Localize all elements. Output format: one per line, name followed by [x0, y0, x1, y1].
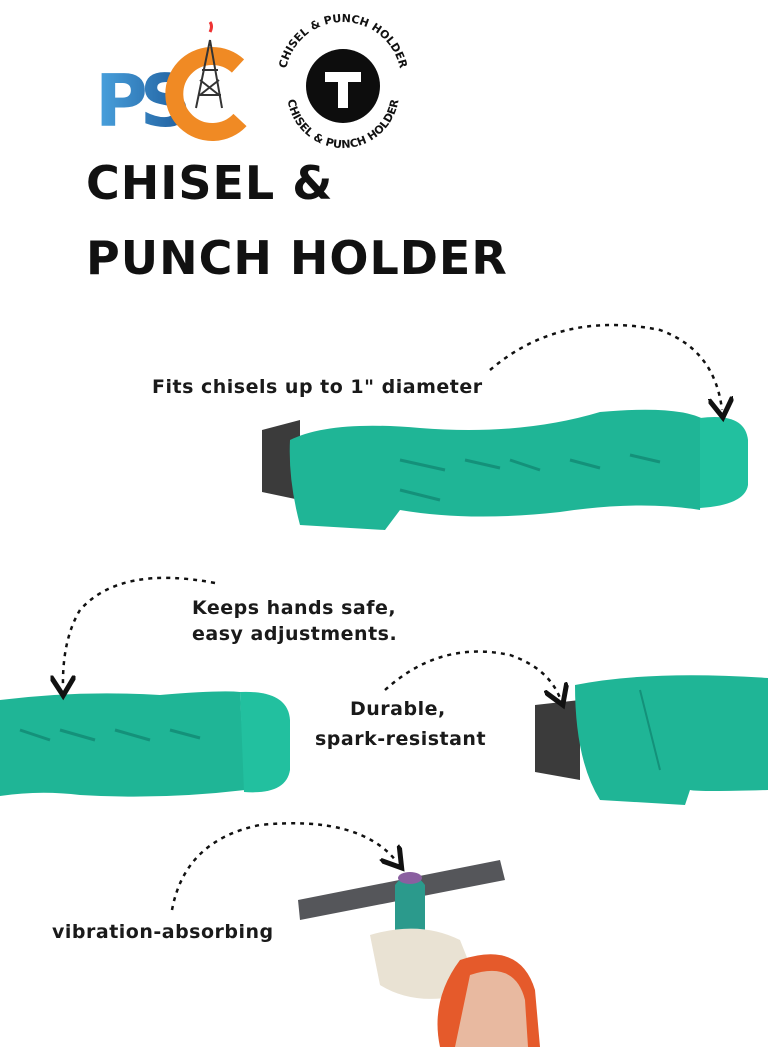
dashed-arrows	[63, 323, 722, 911]
title-line-1: CHISEL &	[86, 156, 334, 210]
caption-fits: Fits chisels up to 1" diameter	[152, 376, 483, 398]
handle-image-3	[535, 675, 768, 805]
caption-safe-line-2: easy adjustments.	[192, 623, 398, 645]
caption-safe-line-1: Keeps hands safe,	[192, 597, 397, 619]
caption-durable-line-2: spark-resistant	[315, 728, 487, 750]
handle-image-1	[262, 409, 748, 530]
caption-durable-line-1: Durable,	[350, 698, 446, 720]
hand-chisel-image	[298, 860, 540, 1047]
badge-logo: CHISEL & PUNCH HOLDER CHISEL & PUNCH HOL…	[276, 12, 410, 151]
title-line-2: PUNCH HOLDER	[86, 231, 508, 285]
handle-image-2	[0, 691, 290, 797]
caption-vibration: vibration-absorbing	[52, 921, 274, 943]
psc-logo: PS	[95, 21, 247, 143]
